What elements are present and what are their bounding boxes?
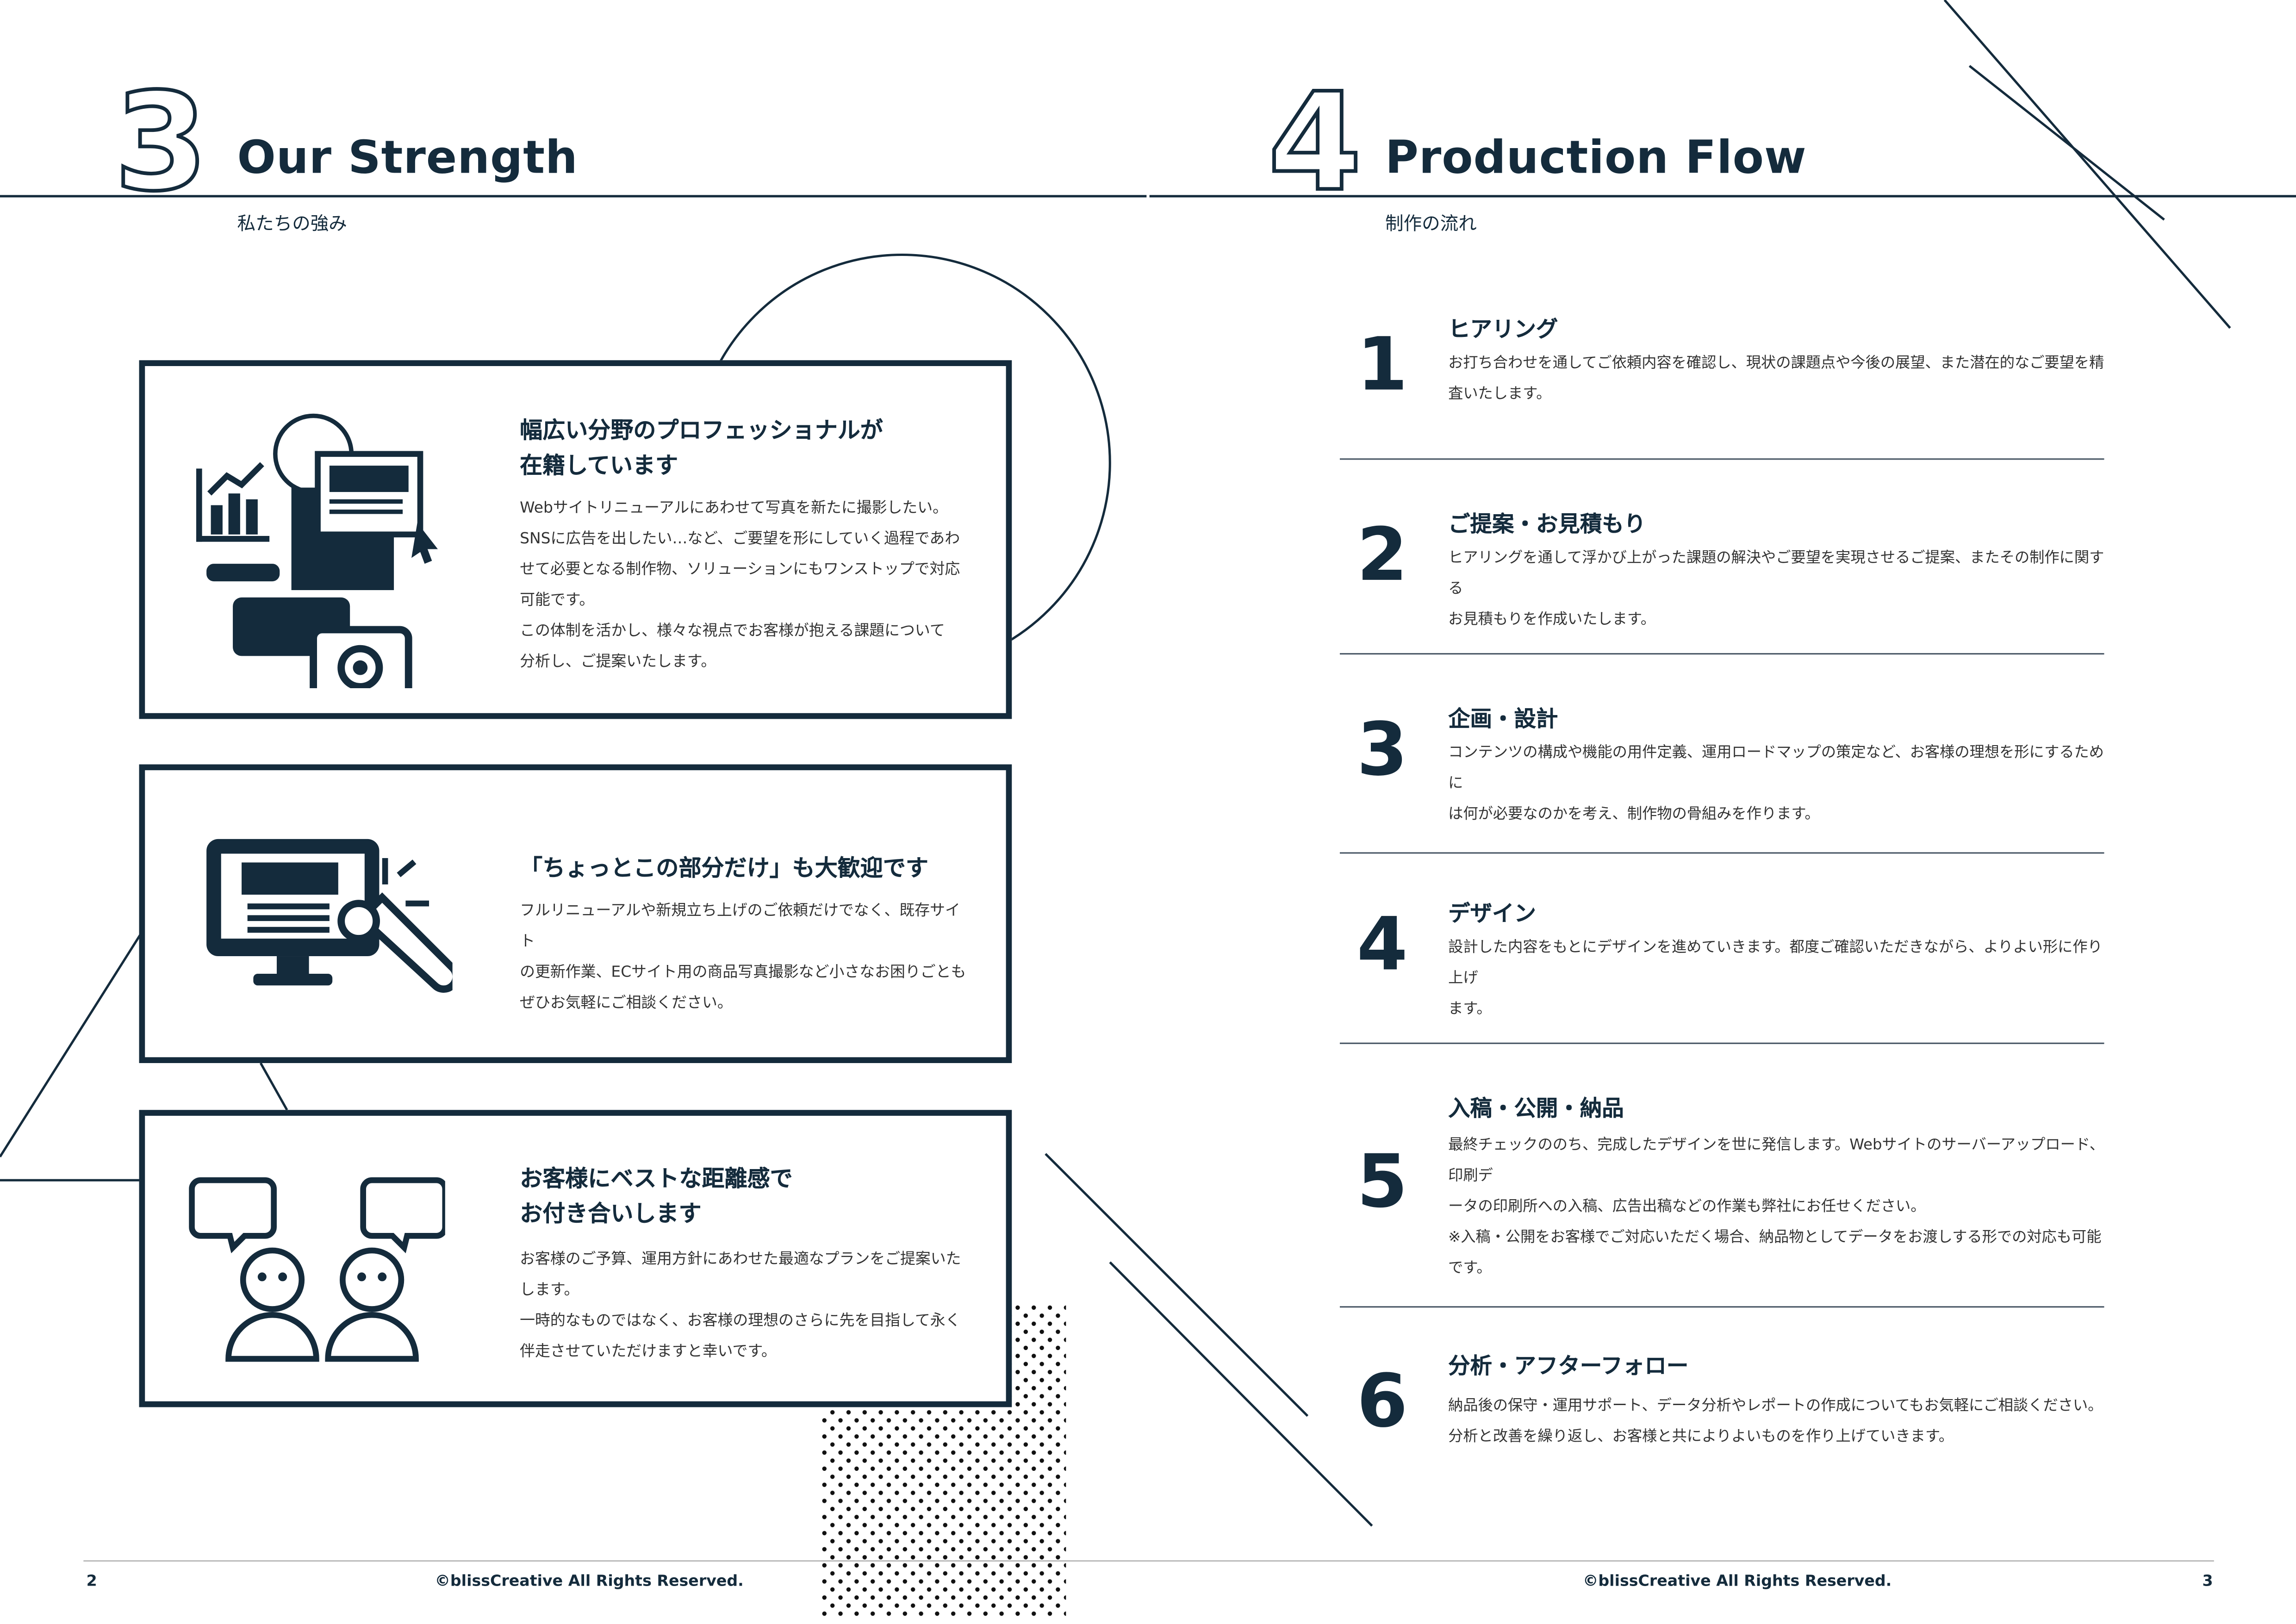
step-number: 3 — [1356, 707, 1408, 792]
body-line: します。 — [520, 1281, 579, 1299]
step-number: 6 — [1356, 1359, 1408, 1444]
body-line: お客様のご予算、運用方針にあわせた最適なプランをご提案いた — [520, 1250, 961, 1268]
page-number: 2 — [86, 1573, 97, 1590]
body-line: ヒアリングを通して浮かび上がった課題の解決やご要望を実現させるご提案、またその制… — [1448, 550, 2104, 597]
step-title: 企画・設計 — [1448, 705, 1558, 732]
body-line: ータの印刷所への入稿、広告出稿などの作業も弊社にお任せください。 — [1448, 1199, 1926, 1216]
step-title: ヒアリング — [1448, 316, 1558, 343]
page-title: Production Flow — [1385, 131, 1807, 185]
media-production-icon — [196, 413, 438, 689]
card-title: 「ちょっとこの部分だけ」も大歓迎です — [520, 851, 928, 886]
dot-pattern — [820, 1303, 1066, 1618]
step-body: お打ち合わせを通してご依頼内容を確認し、現状の課題点や今後の展望、また潜在的なご… — [1448, 348, 2107, 410]
body-line: ます。 — [1448, 1002, 1492, 1018]
copyright: ©blissCreative All Rights Reserved. — [1583, 1573, 1892, 1590]
card-title: お客様にベストな距離感で お付き合いします — [520, 1161, 792, 1232]
strength-card: 幅広い分野のプロフェッショナルが 在籍しています Webサイトリニューアルにあわ… — [139, 360, 1012, 719]
body-line: SNSに広告を出したい…など、ご要望を形にしていく過程であわ — [520, 530, 960, 548]
page-number: 3 — [2202, 1573, 2213, 1590]
divider — [1339, 653, 2104, 655]
card-title-line: お客様にベストな距離感で — [520, 1165, 793, 1192]
card-body: お客様のご予算、運用方針にあわせた最適なプランをご提案いた します。 一時的なも… — [520, 1244, 974, 1368]
card-title-line: 在籍しています — [520, 452, 678, 479]
body-line: 査いたします。 — [1448, 386, 1551, 403]
body-line: 分析し、ご提案いたします。 — [520, 653, 716, 671]
card-title-line: 幅広い分野のプロフェッショナルが — [520, 417, 883, 444]
step-number: 4 — [1356, 902, 1408, 987]
card-body: Webサイトリニューアルにあわせて写真を新たに撮影したい。 SNSに広告を出した… — [520, 493, 974, 678]
body-line: コンテンツの構成や機能の用件定義、運用ロードマップの策定など、お客様の理想を形に… — [1448, 745, 2104, 792]
page-subtitle: 制作の流れ — [1385, 212, 1477, 235]
page-subtitle: 私たちの強み — [237, 212, 347, 235]
body-line: フルリニューアルや新規立ち上げのご依頼だけでなく、既存サイト — [520, 902, 960, 951]
body-line: ※入稿・公開をお客様でご対応いただく場合、納品物としてデータをお渡しする形での対… — [1448, 1230, 2102, 1246]
body-line: お打ち合わせを通してご依頼内容を確認し、現状の課題点や今後の展望、また潜在的なご… — [1448, 355, 2104, 372]
divider — [1339, 1306, 2104, 1308]
step-body: ヒアリングを通して浮かび上がった課題の解決やご要望を実現させるご提案、またその制… — [1448, 543, 2107, 635]
body-line: 可能です。 — [520, 591, 595, 610]
step-body: 納品後の保守・運用サポート、データ分析やレポートの作成についてもお気軽にご相談く… — [1448, 1391, 2107, 1453]
monitor-wrench-icon — [206, 839, 453, 993]
body-line: 最終チェックののち、完成したデザインを世に発信します。Webサイトのサーバーアッ… — [1448, 1138, 2105, 1185]
step-number: 1 — [1356, 322, 1408, 407]
body-line: 一時的なものではなく、お客様の理想のさらに先を目指して永く — [520, 1312, 961, 1330]
step-body: 設計した内容をもとにデザインを進めていきます。都度ご確認いただきながら、よりよい… — [1448, 933, 2107, 1025]
card-body: フルリニューアルや新規立ち上げのご依頼だけでなく、既存サイト の更新作業、ECサ… — [520, 896, 974, 1019]
divider — [1339, 852, 2104, 854]
step-title: 入稿・公開・納品 — [1448, 1095, 1624, 1122]
card-title: 幅広い分野のプロフェッショナルが 在籍しています — [520, 413, 883, 483]
body-line: せて必要となる制作物、ソリューションにもワンストップで対応 — [520, 560, 960, 579]
section-number-4: 4 — [1266, 64, 1363, 221]
people-chat-icon — [189, 1177, 445, 1362]
card-title-line: お付き合いします — [520, 1201, 702, 1227]
card-title-line: 「ちょっとこの部分だけ」も大歓迎です — [520, 855, 928, 882]
step-number: 5 — [1356, 1139, 1408, 1225]
section-number-3: 3 — [112, 64, 210, 221]
body-line: の更新作業、ECサイト用の商品写真撮影など小さなお困りごとも — [520, 963, 966, 981]
divider — [1339, 1042, 2104, 1044]
step-title: 分析・アフターフォロー — [1448, 1353, 1689, 1380]
body-line: ぜひお気軽にご相談ください。 — [520, 994, 733, 1012]
body-line: お見積もりを作成いたします。 — [1448, 612, 1656, 628]
step-title: デザイン — [1448, 900, 1536, 927]
body-line: 伴走させていただけますと幸いです。 — [520, 1343, 777, 1361]
body-line: 設計した内容をもとにデザインを進めていきます。都度ご確認いただきながら、よりよい… — [1448, 940, 2103, 987]
body-line: 納品後の保守・運用サポート、データ分析やレポートの作成についてもお気軽にご相談く… — [1448, 1398, 2103, 1415]
strength-card: 「ちょっとこの部分だけ」も大歓迎です フルリニューアルや新規立ち上げのご依頼だけ… — [139, 764, 1012, 1063]
step-number: 2 — [1356, 512, 1408, 597]
strength-card: お客様にベストな距離感で お付き合いします お客様のご予算、運用方針にあわせた最… — [139, 1110, 1012, 1407]
divider — [1339, 458, 2104, 460]
body-line: 分析と改善を繰り返し、お客様と共によりよいものを作り上げていきます。 — [1448, 1429, 1954, 1445]
body-line: です。 — [1448, 1261, 1492, 1277]
body-line: は何が必要なのかを考え、制作物の骨組みを作ります。 — [1448, 807, 1820, 823]
step-title: ご提案・お見積もり — [1448, 511, 1646, 538]
copyright: ©blissCreative All Rights Reserved. — [435, 1573, 744, 1590]
step-body: 最終チェックののち、完成したデザインを世に発信します。Webサイトのサーバーアッ… — [1448, 1131, 2107, 1284]
body-line: この体制を活かし、様々な視点でお客様が抱える課題について — [520, 622, 945, 640]
page-title: Our Strength — [237, 131, 578, 185]
step-body: コンテンツの構成や機能の用件定義、運用ロードマップの策定など、お客様の理想を形に… — [1448, 738, 2107, 830]
body-line: Webサイトリニューアルにあわせて写真を新たに撮影したい。 — [520, 499, 948, 517]
